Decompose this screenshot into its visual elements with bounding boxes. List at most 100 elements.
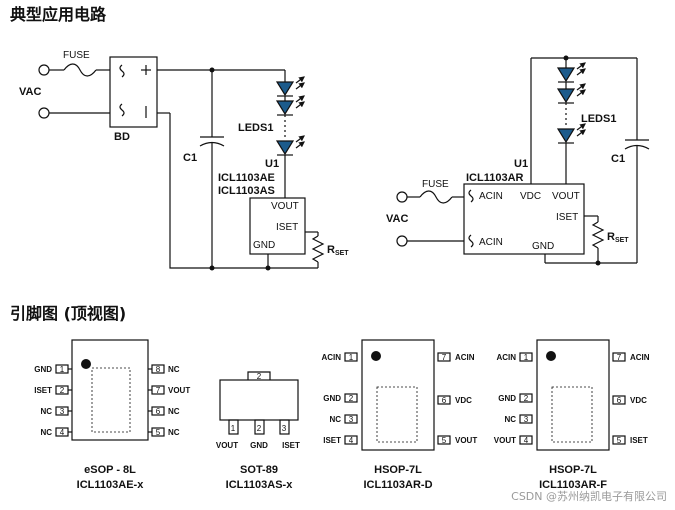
pin1-marker-esop: [81, 359, 91, 369]
ic-u1-right: [463, 183, 585, 255]
pinout-heading: 引脚图 (顶视图): [10, 304, 127, 323]
fuse-label-right: FUSE: [422, 179, 449, 190]
hsopf-pin2-name: GND: [498, 394, 516, 403]
vac-terminal-top: [38, 64, 50, 76]
hsopd-pin4-name: ISET: [323, 436, 341, 445]
pin-acin1: ACIN: [479, 191, 503, 202]
hsopd-pin6-num: 6: [442, 396, 447, 405]
leds-label-right: LEDS1: [581, 113, 616, 125]
ic-ref-label-right: U1: [514, 158, 528, 170]
hsopd-pin4-num: 4: [349, 436, 354, 445]
hsopf-pin3-name: NC: [504, 415, 516, 424]
ic-name-right: ICL1103AR: [466, 172, 524, 184]
hsopd-pin7-name: ACIN: [455, 353, 475, 362]
hsopd-pin1-name: ACIN: [321, 353, 341, 362]
hsopd-pin2-num: 2: [349, 394, 354, 403]
circuit-heading: 典型应用电路: [10, 5, 107, 24]
led-r3: [556, 123, 586, 144]
hsopf-pin4-name: VOUT: [494, 436, 516, 445]
bridge-rectifier: [109, 56, 158, 128]
vac-label: VAC: [19, 86, 41, 98]
esop-pin2-num: 2: [60, 386, 65, 395]
hsopf-pin5-num: 5: [617, 436, 622, 445]
esop-pin1-name: GND: [34, 365, 52, 374]
ic-ref-label: U1: [265, 158, 279, 170]
esop-pin3-num: 3: [60, 407, 65, 416]
package-hsop7-f: [519, 339, 626, 451]
hsopf-pin3-num: 3: [524, 415, 529, 424]
pin-gnd: GND: [253, 240, 275, 251]
sot-pin1-num: 1: [231, 424, 236, 433]
hsopf-part: ICL1103AR-F: [539, 479, 607, 491]
package-sot89: [219, 371, 299, 435]
watermark: CSDN @苏州纳凯电子有限公司: [511, 490, 667, 503]
ic-name-1: ICL1103AE: [218, 172, 275, 184]
rset-label: RSET: [327, 244, 349, 257]
esop-pin7-name: VOUT: [168, 386, 190, 395]
sot-pin3-num: 3: [282, 424, 287, 433]
sot-name: SOT-89: [240, 464, 278, 476]
esop-pin6-name: NC: [168, 407, 180, 416]
sot-pin1-name: VOUT: [216, 441, 238, 450]
hsopf-pin6-name: VDC: [630, 396, 647, 405]
vac-terminal-top-right: [396, 191, 408, 203]
hsopf-pin7-name: ACIN: [630, 353, 650, 362]
cap-label: C1: [183, 152, 197, 164]
esop-name: eSOP - 8L: [84, 464, 136, 476]
pin-acin2: ACIN: [479, 237, 503, 248]
esop-pin5-num: 5: [156, 428, 161, 437]
hsopf-pin5-name: ISET: [630, 436, 648, 445]
hsopd-pin3-num: 3: [349, 415, 354, 424]
sot-pin3-name: ISET: [282, 441, 300, 450]
pin-gnd-right: GND: [532, 241, 554, 252]
esop-pin5-name: NC: [168, 428, 180, 437]
pin-iset-right: ISET: [556, 212, 578, 223]
esop-pin8-num: 8: [156, 365, 161, 374]
hsopd-pin7-num: 7: [442, 353, 447, 362]
hsopd-pin6-name: VDC: [455, 396, 472, 405]
hsopd-pin3-name: NC: [329, 415, 341, 424]
esop-pin4-num: 4: [60, 428, 65, 437]
esop-pin7-num: 7: [156, 386, 161, 395]
rset-label-right: RSET: [607, 231, 629, 244]
hsopf-pin1-name: ACIN: [496, 353, 516, 362]
hsopd-pin5-name: VOUT: [455, 436, 477, 445]
fuse-symbol: [63, 63, 97, 77]
led-r2: [556, 83, 586, 104]
bridge-label: BD: [114, 131, 130, 143]
hsopd-pin2-name: GND: [323, 394, 341, 403]
esop-part: ICL1103AE-x: [77, 479, 145, 491]
sot-part: ICL1103AS-x: [226, 479, 294, 491]
led-3: [275, 135, 305, 156]
pin-vout-right: VOUT: [552, 191, 580, 202]
pin-vout: VOUT: [271, 201, 299, 212]
pin-iset: ISET: [276, 222, 298, 233]
pin1-marker-hsop-f: [546, 351, 556, 361]
rset-resistor-left: [311, 235, 325, 263]
leds-label: LEDS1: [238, 122, 273, 134]
esop-pin2-name: ISET: [34, 386, 52, 395]
hsopd-pin1-num: 1: [349, 353, 354, 362]
esop-pin3-name: NC: [40, 407, 52, 416]
package-esop8: [55, 339, 165, 441]
hsopf-pin4-num: 4: [524, 436, 529, 445]
pin1-marker-hsop-d: [371, 351, 381, 361]
led-1: [275, 76, 305, 97]
ic-name-2: ICL1103AS: [218, 185, 275, 197]
rset-resistor-right: [591, 221, 605, 249]
vac-terminal-bottom: [38, 107, 50, 119]
hsopf-name: HSOP-7L: [549, 464, 597, 476]
left-circuit: [38, 56, 325, 269]
hsopf-pin2-num: 2: [524, 394, 529, 403]
esop-pin8-name: NC: [168, 365, 180, 374]
led-2: [275, 95, 305, 116]
hsopd-part: ICL1103AR-D: [363, 479, 432, 491]
vac-label-right: VAC: [386, 213, 408, 225]
sot-pin2-name: GND: [250, 441, 268, 450]
fuse-symbol-right: [419, 190, 453, 204]
esop-pin6-num: 6: [156, 407, 161, 416]
hsopf-pin6-num: 6: [617, 396, 622, 405]
led-r1: [556, 62, 586, 83]
package-hsop7-d: [344, 339, 451, 451]
